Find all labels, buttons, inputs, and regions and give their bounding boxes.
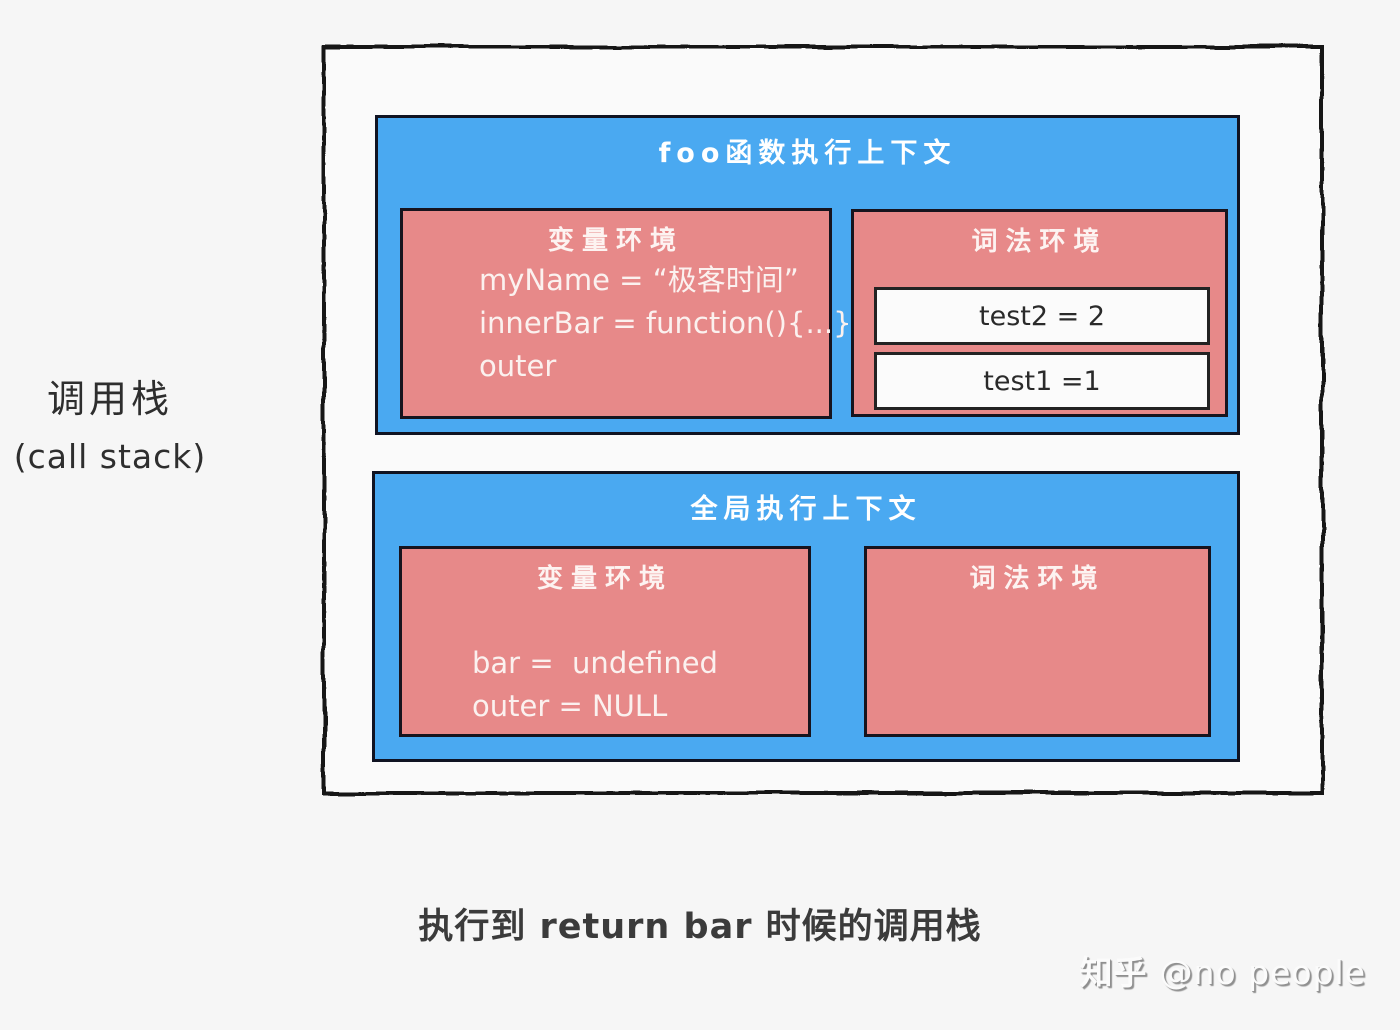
global-lexical-environment-box: 词法环境 xyxy=(864,546,1211,737)
zhihu-logo-text: 知乎 xyxy=(1079,953,1148,992)
variable-line: outer xyxy=(479,349,557,383)
call-stack-label-en: (call stack) xyxy=(13,437,207,476)
call-stack-label: 调用栈 (call stack) xyxy=(5,368,215,476)
global-lexical-environment-title: 词法环境 xyxy=(969,564,1106,594)
call-stack-label-zh: 调用栈 xyxy=(46,377,173,421)
variable-line: innerBar = function(){...} xyxy=(479,306,852,340)
global-execution-context-box: 全局执行上下文 变量环境 bar = undefined outer = NUL… xyxy=(372,471,1240,762)
variable-line: outer = NULL xyxy=(472,689,668,723)
foo-lexical-environment-title: 词法环境 xyxy=(971,227,1108,257)
variable-line: myName = “极客时间” xyxy=(479,263,799,297)
foo-variable-environment-title: 变量环境 xyxy=(547,226,684,256)
foo-variable-environment-box: 变量环境 myName = “极客时间” innerBar = function… xyxy=(400,208,852,419)
diagram-caption: 执行到 return bar 时候的调用栈 xyxy=(418,907,982,947)
foo-execution-context-title: foo函数执行上下文 xyxy=(658,138,957,169)
global-variable-environment-box: 变量环境 bar = undefined outer = NULL xyxy=(399,546,811,737)
global-execution-context-title: 全局执行上下文 xyxy=(690,494,922,525)
foo-lexical-environment-box: 词法环境 test2 = 2 test1 =1 xyxy=(851,209,1228,417)
variable-line: bar = undefined xyxy=(472,646,718,680)
foo-execution-context-box: foo函数执行上下文 变量环境 myName = “极客时间” innerBar… xyxy=(375,115,1240,435)
lexical-entry: test2 = 2 xyxy=(874,287,1210,345)
zhihu-watermark: 知乎 @no people xyxy=(1080,946,1366,994)
watermark-username: @no people xyxy=(1159,953,1366,992)
global-variable-environment-lines: bar = undefined outer = NULL xyxy=(402,642,808,728)
foo-variable-environment-lines: myName = “极客时间” innerBar = function(){..… xyxy=(403,259,852,388)
lexical-entry: test1 =1 xyxy=(874,352,1210,410)
global-variable-environment-title: 变量环境 xyxy=(536,564,673,594)
